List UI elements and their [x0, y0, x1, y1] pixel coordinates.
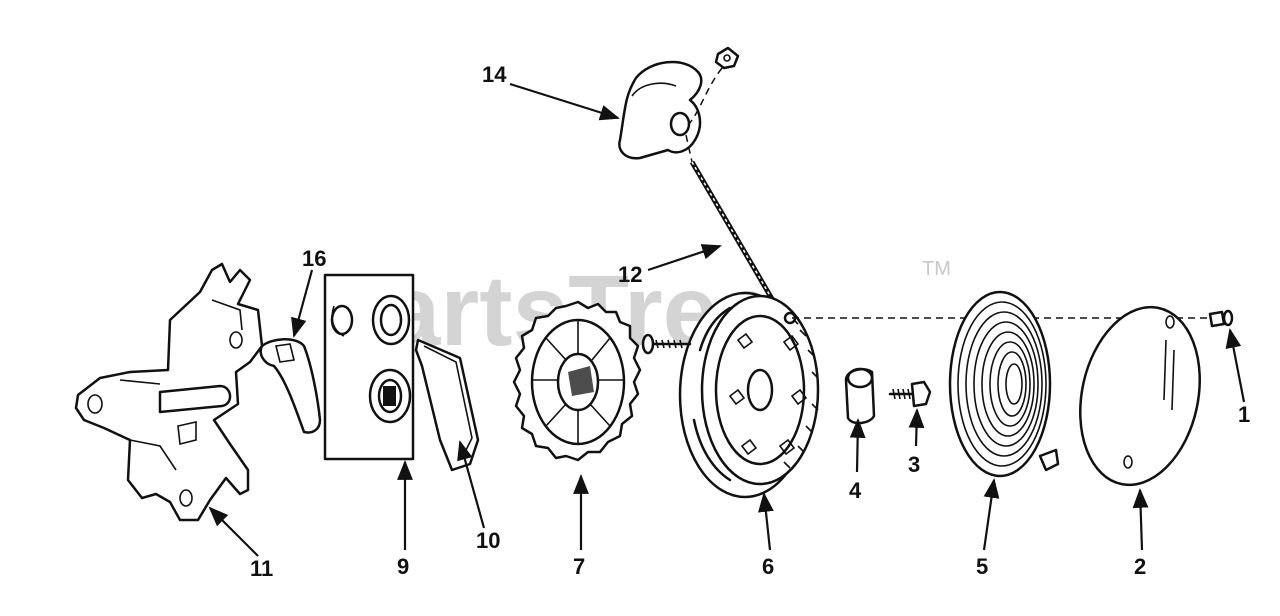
callout-16: 16: [302, 246, 326, 271]
leader-16: [291, 269, 314, 338]
part-11-bracket: [74, 262, 264, 522]
leader-10: [457, 440, 486, 529]
part-6-rope-pulley: [678, 291, 820, 499]
part-12-starter-rope: [685, 134, 785, 318]
leader-12: [647, 244, 722, 272]
callout-3: 3: [908, 452, 920, 477]
part-3-screw: [888, 380, 932, 408]
callout-5: 5: [976, 554, 988, 579]
part-9-retainer-kit: [323, 273, 415, 461]
callout-2: 2: [1134, 554, 1146, 579]
callout-11: 11: [250, 556, 273, 581]
leader-11: [208, 506, 259, 557]
callout-6: 6: [762, 554, 774, 579]
callout-14: 14: [482, 62, 507, 87]
callout-1: 1: [1238, 402, 1250, 427]
handle-insert: [714, 46, 740, 70]
leader-4: [849, 418, 866, 473]
leader-6: [758, 492, 774, 551]
leader-1: [1225, 328, 1246, 403]
leader-5: [982, 478, 1000, 551]
callout-7: 7: [573, 554, 585, 579]
leader-3: [908, 408, 925, 447]
part-1-screw: [1208, 309, 1234, 328]
pulley-center-screw: [641, 333, 692, 355]
part-14-starter-handle: [618, 60, 703, 160]
watermark-trademark: TM: [922, 258, 951, 280]
part-16-pawl: [259, 338, 322, 434]
part-2-cover: [1079, 305, 1201, 487]
callout-10: 10: [476, 528, 500, 553]
callout-9: 9: [397, 554, 409, 579]
callout-12: 12: [618, 262, 642, 287]
part-7-drive-gear: [512, 300, 642, 462]
leader-2: [1132, 488, 1149, 551]
part-5-recoil-spring: [948, 290, 1060, 478]
leader-14: [509, 82, 620, 121]
callout-4: 4: [849, 478, 862, 503]
handle-insert-dashline: [687, 67, 723, 126]
part-4-bushing: [844, 367, 876, 425]
